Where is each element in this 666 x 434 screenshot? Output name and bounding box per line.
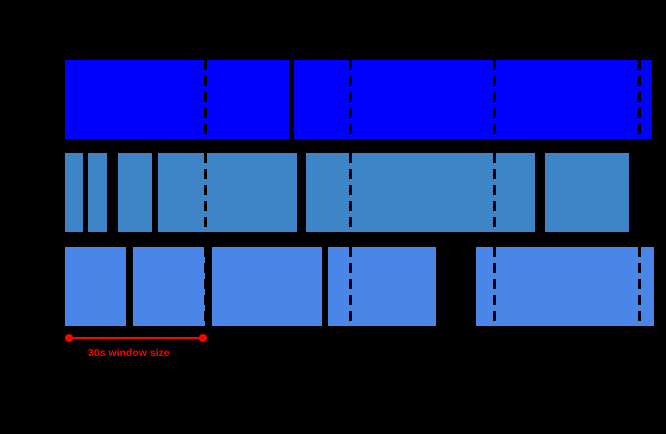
window-boundary-dashed-line [348,153,352,232]
stream-1-band [0,60,666,139]
stream-3-bar-segment [328,247,436,326]
window-boundary-dashed-line [637,60,641,139]
window-boundary-dashed-line [203,247,207,326]
measure-endpoint-dot-right [199,334,207,342]
stream-3-bar-segment [212,247,322,326]
window-boundary-dashed-line [203,60,207,139]
stream-3-bar-segment [133,247,205,326]
window-boundary-dashed-line [492,60,496,139]
window-boundary-dashed-line [203,153,207,232]
window-boundary-dashed-line [492,247,496,326]
stream-2-bar-segment [65,153,83,232]
window-boundary-dashed-line [637,247,641,326]
measure-endpoint-dot-left [65,334,73,342]
stream-3-bar-segment [65,247,126,326]
stream-2-bar-segment [545,153,629,232]
stream-2-bar-segment [306,153,535,232]
window-size-label: 30s window size [88,347,170,359]
stream-3-band [0,247,666,326]
stream-2-bar-segment [158,153,297,232]
stream-2-bar-segment [88,153,107,232]
window-size-measure-line [68,337,204,339]
window-boundary-dashed-line [348,247,352,326]
stream-1-bar-segment [65,60,289,139]
stream-1-bar-segment [294,60,652,139]
window-boundary-dashed-line [637,153,641,232]
stream-2-bar-segment [118,153,152,232]
window-boundary-dashed-line [348,60,352,139]
stream-3-bar-segment [476,247,654,326]
stream-2-band [0,153,666,232]
window-boundary-dashed-line [492,153,496,232]
